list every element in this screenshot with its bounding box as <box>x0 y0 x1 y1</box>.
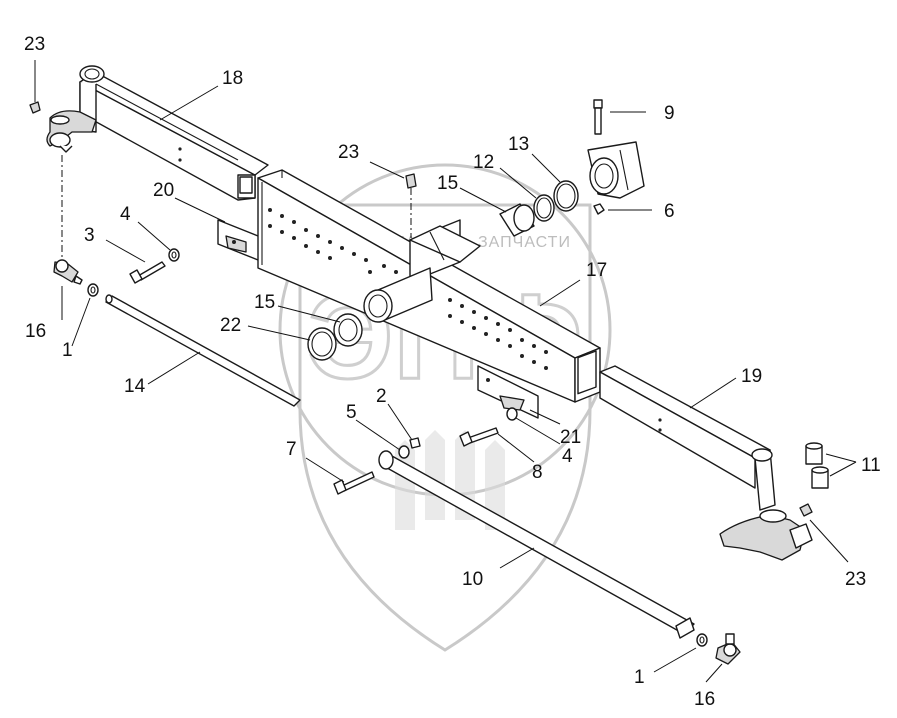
callout-16-left: 16 <box>25 321 46 342</box>
callout-21: 21 <box>560 427 581 448</box>
part-2-nut <box>409 437 421 449</box>
part-16-left-tie-rod-end <box>53 259 83 285</box>
part-5-washer <box>398 445 410 459</box>
callout-15-left: 15 <box>254 292 275 313</box>
part-6-nut <box>593 203 605 215</box>
callout-14: 14 <box>124 376 146 397</box>
callout-17: 17 <box>586 260 607 281</box>
callout-18: 18 <box>222 68 243 89</box>
part-3-bolt <box>129 261 166 284</box>
part-left-knuckle <box>29 101 97 153</box>
part-right-knuckle <box>719 509 813 561</box>
callouts: 23 18 23 20 4 3 16 1 15 22 14 15 12 13 9… <box>24 34 881 710</box>
part-12-ring <box>533 194 555 222</box>
part-15-bushing-right <box>499 203 535 237</box>
callout-6: 6 <box>664 201 675 222</box>
part-1-right-nut <box>696 633 708 647</box>
callout-11: 11 <box>861 455 881 476</box>
callout-8: 8 <box>532 462 543 483</box>
part-9-bolt <box>593 99 603 135</box>
part-14-tie-rod <box>105 294 301 407</box>
part-4-washer-left <box>168 248 180 262</box>
part-16-right-tie-rod-end <box>715 633 741 665</box>
part-21-bracket <box>477 365 539 419</box>
part-17-main-beam <box>257 169 601 403</box>
callout-1-left: 1 <box>62 340 73 361</box>
callout-23-right: 23 <box>845 569 866 590</box>
callout-16-right: 16 <box>694 689 715 710</box>
part-4-washer-right <box>506 407 518 421</box>
beam-holes <box>268 208 548 370</box>
part-8-bolt <box>459 427 499 447</box>
callout-4-right: 4 <box>562 446 573 467</box>
callout-7: 7 <box>286 439 297 460</box>
part-pivot-housing <box>587 141 645 199</box>
leader-lines <box>34 60 857 683</box>
callout-1-right: 1 <box>634 667 645 688</box>
callout-22: 22 <box>220 315 241 336</box>
callout-15-right: 15 <box>437 173 458 194</box>
callout-5: 5 <box>346 402 357 423</box>
callout-23-center: 23 <box>338 142 359 163</box>
part-23-grease-fitting-top <box>405 173 417 238</box>
part-23-grease-fitting-right <box>799 503 813 517</box>
part-1-left-nut <box>87 283 99 297</box>
part-11-bushings <box>805 442 829 489</box>
part-19-right-arm <box>599 365 776 511</box>
part-15-bushing-left <box>333 313 363 347</box>
callout-4-left: 4 <box>120 204 131 225</box>
part-10-drag-link <box>378 450 695 639</box>
callout-20: 20 <box>153 180 174 201</box>
callout-2: 2 <box>376 386 387 407</box>
callout-12: 12 <box>473 152 494 173</box>
part-7-bolt <box>333 471 375 495</box>
callout-10: 10 <box>462 569 483 590</box>
watermark-right-text: ЗАПЧАСТИ <box>478 234 571 251</box>
callout-23-top-left: 23 <box>24 34 45 55</box>
callout-19: 19 <box>741 366 762 387</box>
callout-13: 13 <box>508 134 529 155</box>
callout-9: 9 <box>664 103 675 124</box>
part-22-seal <box>307 327 337 361</box>
part-13-ring <box>553 180 579 212</box>
callout-3: 3 <box>84 225 95 246</box>
